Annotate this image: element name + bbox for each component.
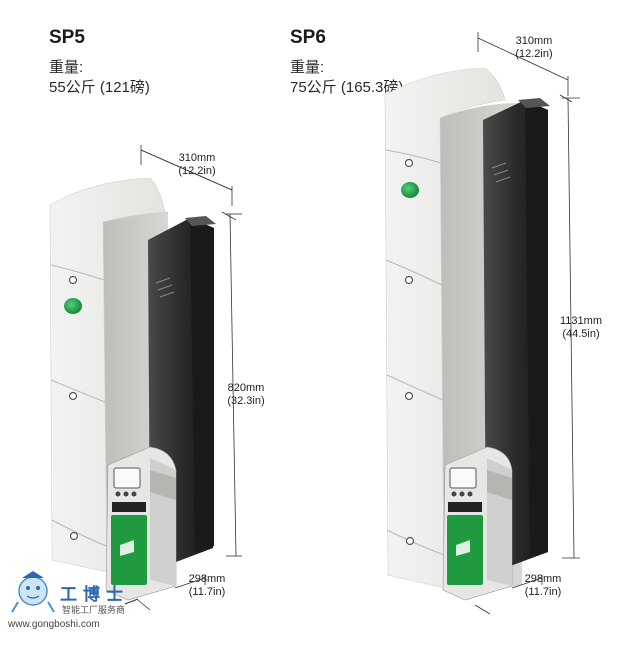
screw-icon: [68, 275, 78, 285]
sp6-dimension-lines: [474, 32, 580, 615]
keypad-button-icon: [459, 491, 465, 497]
sp6-front-panel: [384, 67, 506, 589]
sp6-drive: [384, 67, 550, 601]
screw-icon: [404, 158, 414, 168]
watermark-url: www.gongboshi.com: [8, 619, 100, 630]
sp6-height-mm: 1131mm: [560, 315, 602, 327]
sp6-height-in: (44.5in): [562, 328, 600, 340]
sp5-weight-label: 重量:: [49, 59, 84, 76]
sp6-title: SP6: [290, 27, 326, 48]
sp5-weight-value: 55公斤 (121磅): [49, 79, 150, 96]
keypad-button-icon: [115, 491, 121, 497]
watermark-mascot-icon: [11, 571, 55, 613]
sp6-width-in: (12.2in): [515, 48, 553, 60]
sp6-width-mm: 310mm: [515, 35, 553, 47]
keypad-button-icon: [451, 491, 457, 497]
sp5-height-in: (32.3in): [227, 395, 265, 407]
watermark-name: 工博士: [60, 585, 129, 604]
sp5-drive: [49, 177, 216, 605]
sp6-weight-value: 75公斤 (165.3磅): [290, 79, 404, 96]
sp5-height-mm: 820mm: [227, 382, 265, 394]
sp6-depth-mm: 298mm: [524, 573, 562, 585]
screw-icon: [404, 275, 414, 285]
status-led-icon: [401, 182, 419, 198]
sp5-width-in: (12.2in): [178, 165, 216, 177]
sp6-display: [449, 467, 477, 489]
sp5-depth-in: (11.7in): [188, 586, 226, 598]
watermark-slogan: 智能工厂服务商: [62, 605, 126, 615]
status-led-icon: [64, 298, 82, 314]
sp5-width-mm: 310mm: [178, 152, 216, 164]
keypad-button-icon: [131, 491, 137, 497]
keypad-button-icon: [123, 491, 129, 497]
sp5-depth-mm: 298mm: [188, 573, 226, 585]
sp5-display: [113, 467, 141, 489]
sp5-front-panel: [49, 177, 166, 573]
sp6-depth-in: (11.7in): [524, 586, 562, 598]
screw-icon: [405, 536, 415, 546]
screw-icon: [404, 391, 414, 401]
screw-icon: [68, 391, 78, 401]
keypad-button-icon: [467, 491, 473, 497]
sp6-weight-label: 重量:: [290, 59, 325, 76]
sp5-title: SP5: [49, 27, 85, 48]
screw-icon: [69, 531, 79, 541]
